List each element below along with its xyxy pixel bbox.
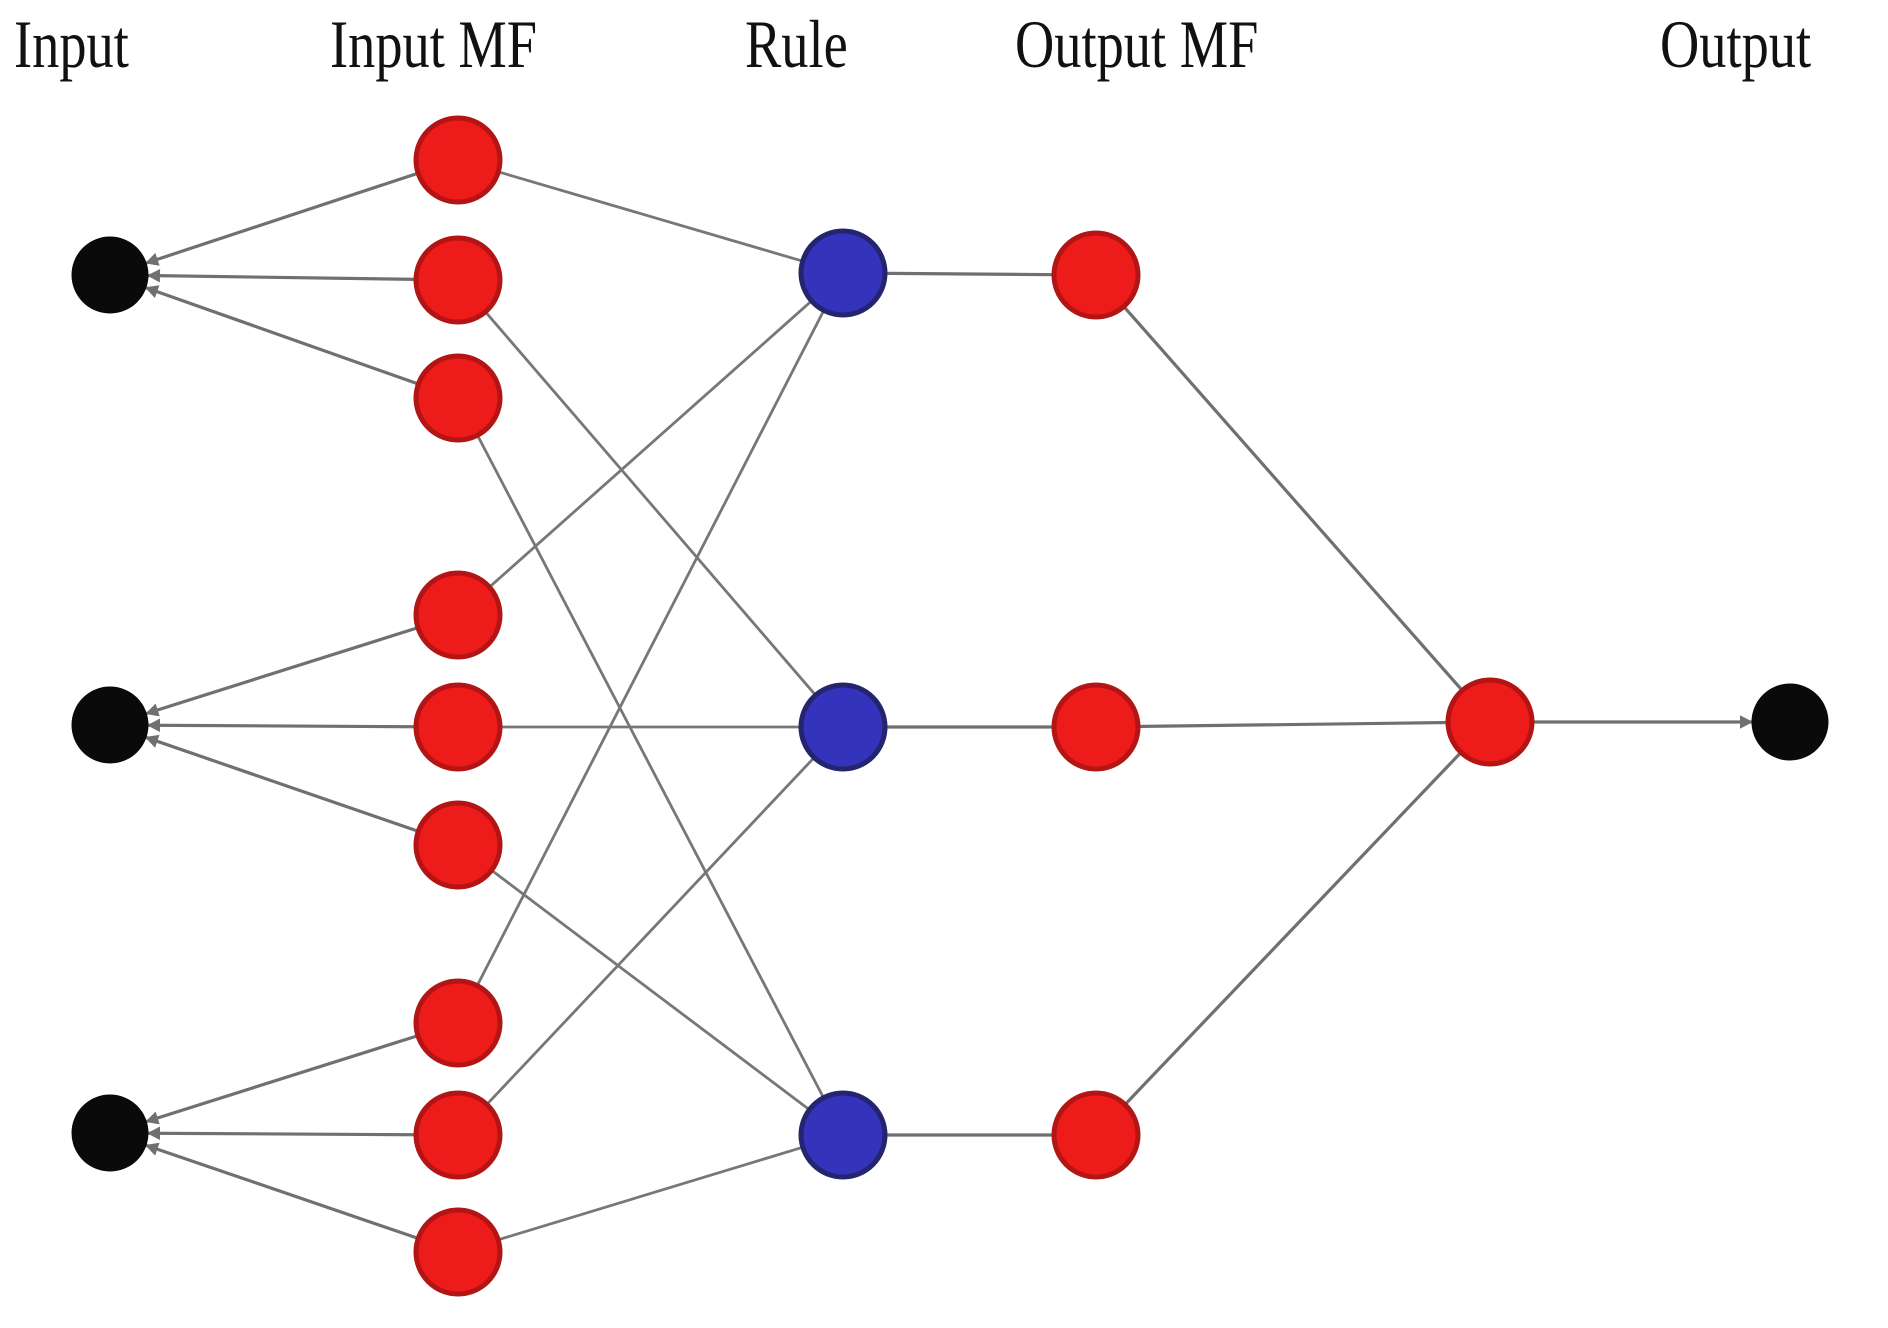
edge-mf3-to-in1 — [144, 285, 420, 386]
layer-heading-row: Input Input MF Rule Output MF Output — [0, 0, 1888, 96]
node-in1[interactable] — [71, 236, 149, 314]
edge-mf9-to-in3 — [144, 1143, 420, 1241]
heading-input: Input — [14, 6, 129, 82]
edge-mf3-to-r3 — [475, 433, 826, 1100]
edge-mf8-to-r2 — [485, 755, 816, 1107]
arrow-head-mf5-to-in2 — [146, 718, 161, 733]
node-group — [71, 115, 1829, 1297]
edge-omf2-to-agg1 — [1136, 720, 1450, 729]
edge-mf5-to-in2 — [146, 723, 418, 729]
edge-r1-to-omf1 — [883, 271, 1056, 277]
edge-group — [144, 170, 1753, 1242]
node-mf6[interactable] — [413, 800, 503, 890]
heading-output: Output — [1660, 6, 1812, 82]
edge-omf1-to-agg1 — [1121, 304, 1465, 693]
node-omf1[interactable] — [1051, 230, 1141, 320]
edge-omf3-to-agg1 — [1123, 750, 1463, 1107]
node-omf3[interactable] — [1051, 1090, 1141, 1180]
edge-mf2-to-r2 — [483, 310, 818, 697]
edge-mf7-to-r1 — [475, 308, 826, 988]
arrow-head-mf2-to-in1 — [146, 268, 161, 283]
edge-mf7-to-in3 — [144, 1033, 420, 1124]
arrow-head-mf1-to-in1 — [145, 252, 160, 266]
node-mf1[interactable] — [413, 115, 503, 205]
edge-mf6-to-r3 — [489, 868, 812, 1112]
node-agg1[interactable] — [1445, 677, 1535, 767]
edge-mf2-to-in1 — [146, 273, 418, 282]
node-r3[interactable] — [798, 1090, 888, 1180]
node-out1[interactable] — [1751, 683, 1829, 761]
node-mf9[interactable] — [413, 1207, 503, 1297]
edge-mf9-to-r3 — [496, 1145, 805, 1242]
node-in2[interactable] — [71, 686, 149, 764]
arrow-head-mf7-to-in3 — [145, 1111, 160, 1125]
node-mf2[interactable] — [413, 235, 503, 325]
arrow-head-mf4-to-in2 — [145, 703, 160, 717]
node-mf3[interactable] — [413, 353, 503, 443]
node-r2[interactable] — [798, 682, 888, 772]
arrow-head-agg1-to-out1 — [1740, 715, 1753, 729]
edge-mf1-to-r1 — [496, 170, 805, 263]
node-in3[interactable] — [71, 1094, 149, 1172]
edge-mf4-to-in2 — [144, 625, 420, 716]
heading-input-mf: Input MF — [330, 6, 538, 82]
node-mf8[interactable] — [413, 1090, 503, 1180]
node-mf5[interactable] — [413, 682, 503, 772]
node-mf7[interactable] — [413, 978, 503, 1068]
arrow-head-mf8-to-in3 — [146, 1126, 161, 1141]
node-r1[interactable] — [798, 228, 888, 318]
edge-mf6-to-in2 — [144, 735, 420, 834]
arrow-group — [144, 252, 1753, 1156]
node-mf4[interactable] — [413, 570, 503, 660]
edge-mf4-to-r1 — [487, 299, 814, 589]
node-omf2[interactable] — [1051, 682, 1141, 772]
arrow-head-mf6-to-in2 — [144, 734, 160, 748]
arrow-head-mf9-to-in3 — [145, 1142, 160, 1156]
heading-rule: Rule — [745, 6, 848, 82]
arrow-head-mf3-to-in1 — [144, 285, 160, 299]
edge-mf1-to-in1 — [144, 171, 420, 265]
edge-mf8-to-in3 — [146, 1131, 418, 1137]
heading-output-mf: Output MF — [1015, 6, 1259, 82]
